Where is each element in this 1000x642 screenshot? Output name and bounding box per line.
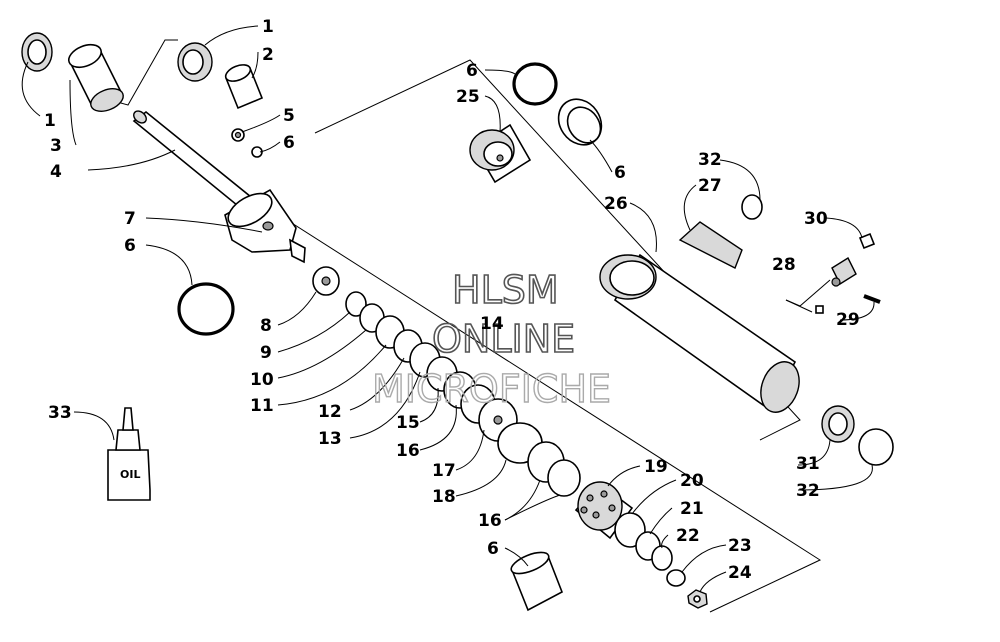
- callout-11: 11: [250, 396, 274, 416]
- callout-3: 3: [50, 136, 62, 156]
- callout-32a: 32: [698, 150, 722, 170]
- callout-18: 18: [432, 487, 456, 507]
- callout-6d: 6: [466, 61, 478, 81]
- callout-16b: 16: [478, 511, 502, 531]
- screw-5: [231, 128, 245, 142]
- callout-32b: 32: [796, 481, 820, 501]
- shaft-eye-7: [224, 188, 306, 264]
- callout-15: 15: [396, 413, 420, 433]
- callout-4: 4: [50, 162, 62, 182]
- callout-9: 9: [260, 343, 272, 363]
- o-ring-6-top: [512, 62, 558, 106]
- callout-14: 14: [480, 314, 504, 334]
- callout-1a: 1: [262, 17, 274, 37]
- bushing-31: [821, 405, 855, 443]
- callout-6e: 6: [614, 163, 626, 183]
- nut-24: [687, 589, 708, 609]
- bushing-1-right: [177, 42, 213, 82]
- reservoir-body-26: [599, 253, 800, 413]
- callout-6c: 6: [487, 539, 499, 559]
- circlip-32-lower: [858, 428, 894, 466]
- callout-10: 10: [250, 370, 274, 390]
- callout-33: 33: [48, 403, 72, 423]
- callout-22: 22: [676, 526, 700, 546]
- callout-21: 21: [680, 499, 704, 519]
- callout-27: 27: [698, 176, 722, 196]
- o-ring-6-large: [177, 282, 235, 336]
- bushing-1-left: [21, 32, 53, 72]
- callout-19: 19: [644, 457, 668, 477]
- callout-2: 2: [262, 45, 274, 65]
- oil-bottle-33: OIL: [107, 407, 151, 501]
- callout-30: 30: [804, 209, 828, 229]
- seal-small: [815, 305, 824, 314]
- callout-29: 29: [836, 310, 860, 330]
- callout-7: 7: [124, 209, 136, 229]
- callout-31: 31: [796, 454, 820, 474]
- guard-27: [678, 221, 743, 269]
- callout-17: 17: [432, 461, 456, 481]
- shim-stack: [312, 266, 581, 497]
- pin-29: [863, 294, 881, 304]
- watermark-line-2: ONLINE: [432, 317, 575, 361]
- callout-26: 26: [604, 194, 628, 214]
- lower-shims: [614, 512, 673, 571]
- eyelet-sleeve-3: [67, 43, 124, 112]
- callout-1b: 1: [44, 111, 56, 131]
- callout-16a: 16: [396, 441, 420, 461]
- callout-13: 13: [318, 429, 342, 449]
- bottle-label: OIL: [120, 468, 140, 481]
- spacer-2: [224, 64, 264, 110]
- watermark-line-1: HLSM: [452, 268, 559, 312]
- washer-23: [666, 569, 686, 587]
- wear-band-6-lower: [510, 551, 564, 612]
- watermark: HLSM ONLINE MICROFICHE: [371, 267, 611, 412]
- callout-6a: 6: [283, 133, 295, 153]
- valve-28: [831, 256, 857, 287]
- callout-24: 24: [728, 563, 752, 583]
- circlip-32-upper: [741, 194, 763, 220]
- callout-5: 5: [283, 106, 295, 126]
- piston-25: [469, 123, 532, 184]
- callout-6b: 6: [124, 236, 136, 256]
- watermark-line-3: MICROFICHE: [372, 367, 611, 411]
- screw-30: [858, 232, 876, 250]
- callout-23: 23: [728, 536, 752, 556]
- wear-band-6-upper: [557, 98, 603, 146]
- leader-lines: [21, 25, 875, 593]
- callout-8: 8: [260, 316, 272, 336]
- callout-28: 28: [772, 255, 796, 275]
- callout-20: 20: [680, 471, 704, 491]
- callout-12: 12: [318, 402, 342, 422]
- callout-25: 25: [456, 87, 480, 107]
- callout-labels: 1 2 1 3 4 5 6 7 6 8 9 10 11 12 13 14 15 …: [44, 17, 860, 583]
